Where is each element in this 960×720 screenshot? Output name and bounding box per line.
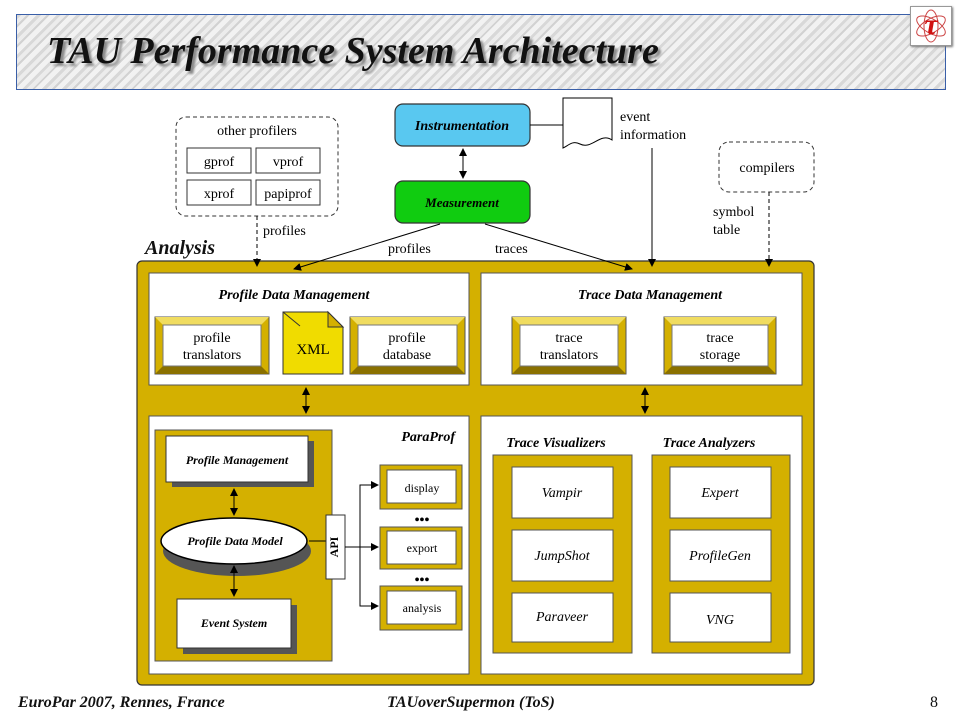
measurement-box [394,180,531,224]
api-label: API [327,536,341,557]
profilegen-label: ProfileGen [688,549,751,564]
footer-conference: EuroPar 2007, Rennes, France [18,694,225,711]
footer-page-number: 8 [930,694,938,711]
event-document-icon [562,97,613,149]
measurement-label: Measurement [424,195,499,210]
trace-storage-line1: trace [706,331,733,346]
trace-visualizers-title: Trace Visualizers [506,436,606,451]
symbol-table-line2: table [713,223,740,238]
export-label: export [407,541,438,555]
traces-edge-label: traces [495,242,528,257]
trace-storage-line2: storage [700,348,740,363]
export-box [386,530,457,565]
title-bar: TAU Performance System Architecture [16,14,946,90]
profile-database-box: profile database [349,316,466,375]
slide-title: TAU Performance System Architecture [47,30,659,72]
traces-arrow [484,223,633,271]
event-system-label: Event System [200,616,267,630]
profiles-edge-label-left: profiles [263,224,306,239]
jumpshot-box [511,529,614,582]
profile-database-line1: profile [388,331,425,346]
papiprof-label: papiprof [264,187,312,202]
analysis-tool-box [386,590,457,625]
papiprof-box [255,179,321,206]
gprof-box [186,147,252,174]
profilegen-box [669,529,772,582]
vprof-label: vprof [273,155,304,170]
ellipsis-2: ••• [415,573,430,588]
trace-analyzers-title: Trace Analyzers [663,436,756,451]
compilers-box [718,141,815,193]
gprof-label: gprof [204,155,235,170]
display-label: display [405,481,440,495]
profile-data-mgmt-title: Profile Data Management [219,288,371,303]
instrumentation-label: Instrumentation [414,119,509,134]
profile-management-box [165,435,309,483]
paraveer-label: Paraveer [535,610,589,625]
event-info-line2: information [620,128,686,143]
profile-translators-box: profile translators [154,316,270,375]
analysis-tool-label: analysis [403,601,442,615]
logo-tau-glyph: τ [924,8,938,41]
trace-translators-box: trace translators [511,316,627,375]
trace-data-mgmt-title: Trace Data Management [578,288,723,303]
jumpshot-label: JumpShot [534,549,590,564]
other-profilers-label: other profilers [217,124,297,139]
trace-translators-line2: translators [540,348,598,363]
tau-logo: τ [910,6,952,46]
ellipsis-1: ••• [415,513,430,528]
vampir-label: Vampir [542,486,583,501]
display-box [386,469,457,504]
profile-translators-line2: translators [183,348,241,363]
compilers-label: compilers [739,161,794,176]
profile-data-model-ellipse [160,517,308,565]
xml-document-icon: XML [282,310,345,375]
profile-database-line2: database [383,348,431,363]
profile-translators-line1: profile [193,331,230,346]
api-display-arrow [345,481,379,548]
expert-label: Expert [700,486,739,501]
atom-orbits-icon [916,9,946,43]
event-system-box [176,598,292,649]
profiles-edge-label: profiles [388,242,431,257]
api-analysis-arrow [359,547,379,610]
vampir-box [511,466,614,519]
trace-translators-line1: trace [555,331,582,346]
event-info-line1: event [620,110,650,125]
paraveer-box [511,592,614,643]
profile-management-label: Profile Management [186,453,289,467]
vprof-box [255,147,321,174]
profile-data-model-label: Profile Data Model [187,534,283,548]
xprof-label: xprof [204,187,235,202]
profiles-arrow [293,223,441,271]
vng-label: VNG [706,613,734,628]
vng-box [669,592,772,643]
xml-label: XML [296,342,329,358]
xprof-box [186,179,252,206]
trace-storage-box: trace storage [663,316,777,375]
analysis-label: Analysis [143,237,215,259]
paraprof-title: ParaProf [401,430,456,445]
symbol-table-line1: symbol [713,205,754,220]
expert-box [669,466,772,519]
footer-talk-title: TAUoverSupermon (ToS) [387,694,555,711]
